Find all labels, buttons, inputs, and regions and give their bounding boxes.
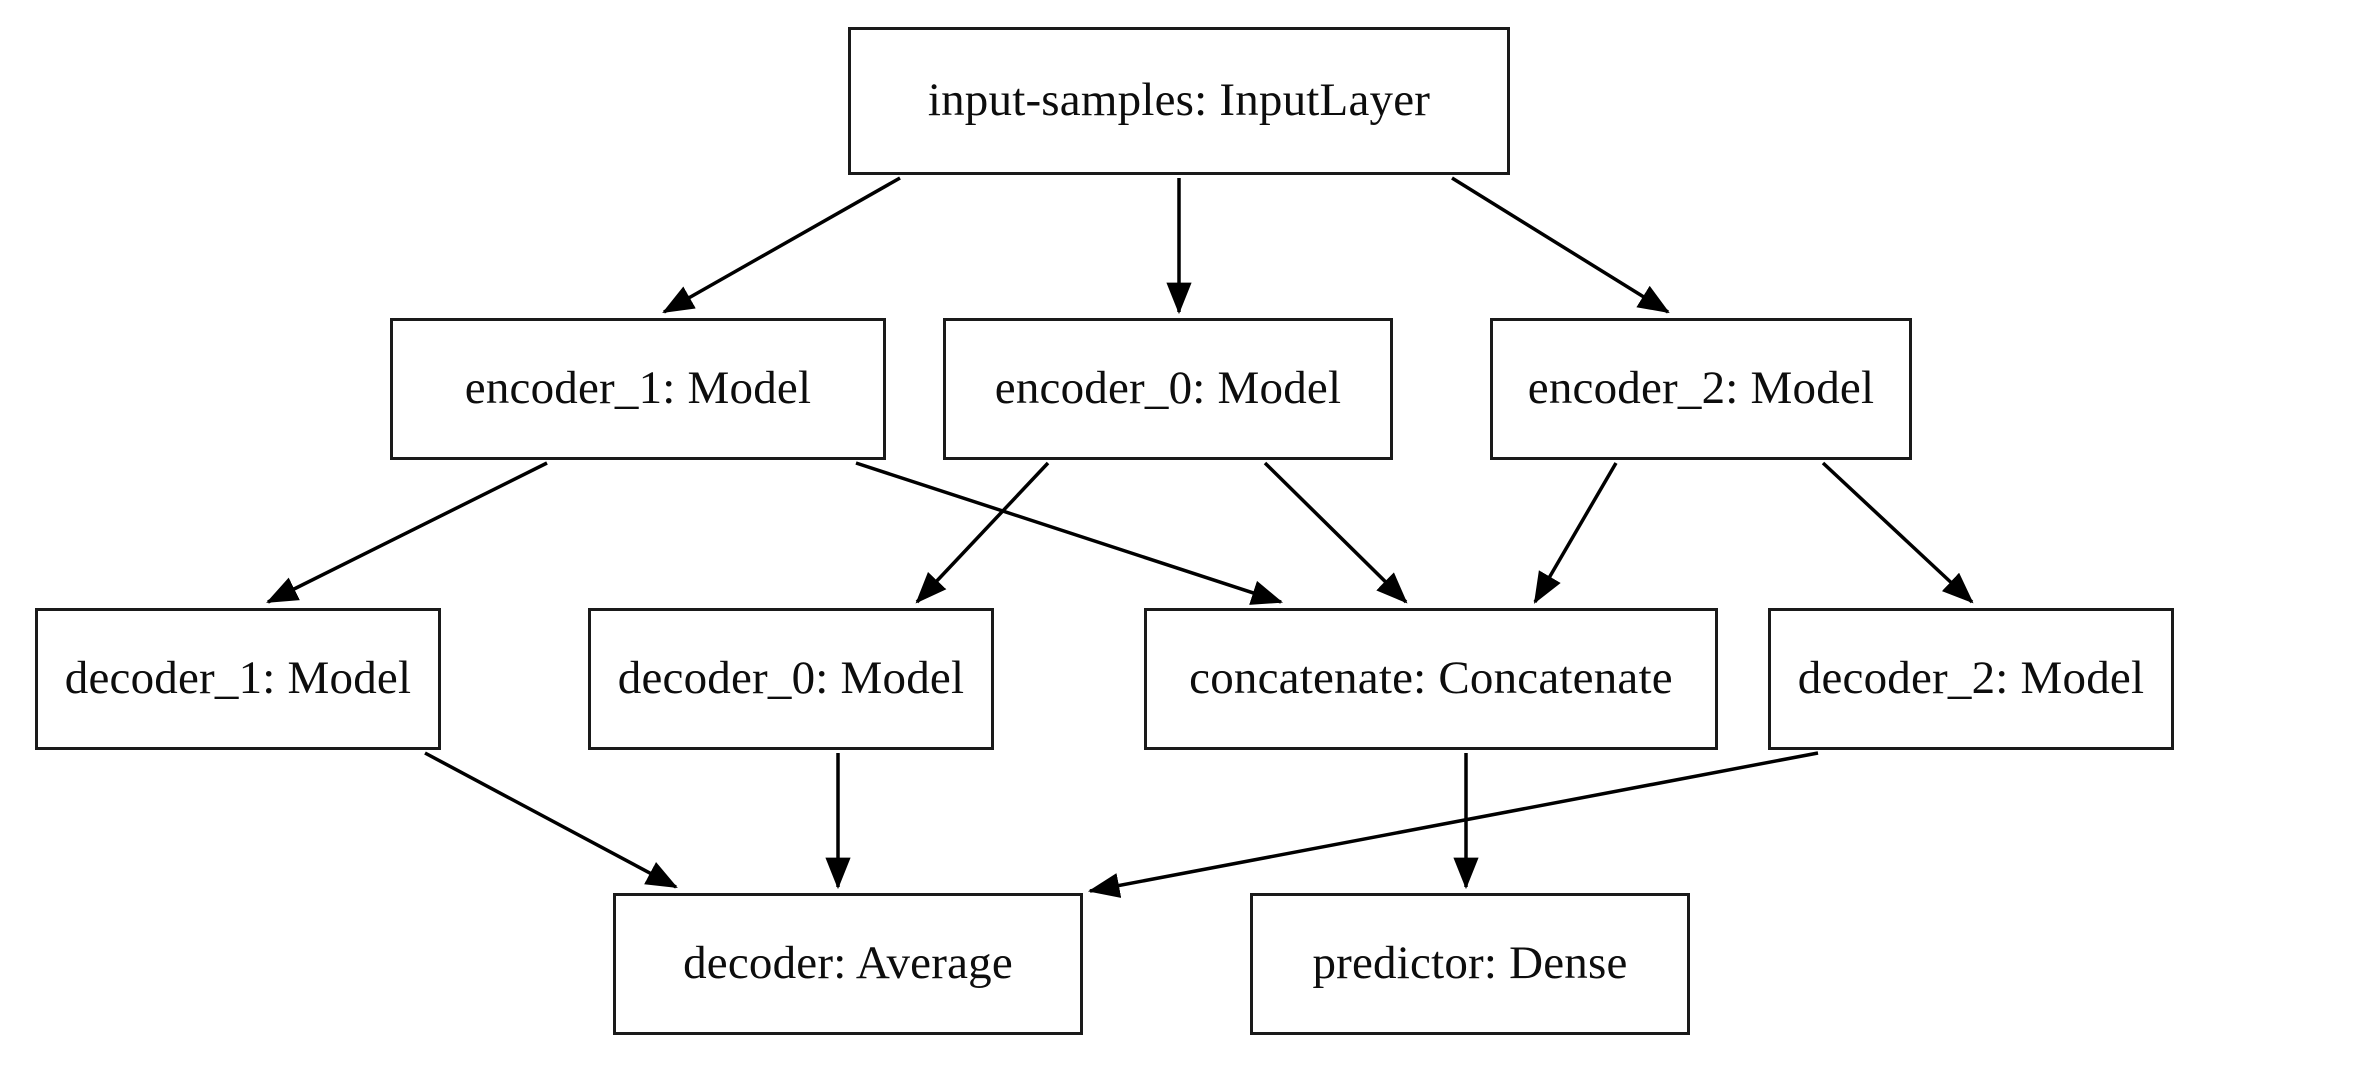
node-concatenate[interactable]: concatenate: Concatenate [1144,608,1718,750]
node-label-encoder-0: encoder_0: Model [994,362,1342,415]
node-label-encoder-2: encoder_2: Model [1527,362,1875,415]
node-label-decoder-average: decoder: Average [683,937,1013,990]
edge-decoder_2-to-decoder_average [1087,751,1819,898]
edges-group [266,176,1974,898]
edge-encoder_1-to-decoder_1 [266,461,548,604]
node-decoder-2[interactable]: decoder_2: Model [1768,608,2174,750]
node-predictor[interactable]: predictor: Dense [1250,893,1690,1035]
node-label-predictor: predictor: Dense [1312,937,1628,990]
node-label-decoder-1: decoder_1: Model [64,652,412,705]
node-encoder-2[interactable]: encoder_2: Model [1490,318,1912,460]
node-label-decoder-0: decoder_0: Model [617,652,965,705]
node-label-encoder-1: encoder_1: Model [464,362,812,415]
node-encoder-0[interactable]: encoder_0: Model [943,318,1393,460]
edge-encoder_1-to-concatenate [855,461,1283,605]
edge-encoder_2-to-concatenate [1533,462,1618,604]
node-label-decoder-2: decoder_2: Model [1797,652,2145,705]
edge-encoder_0-to-concatenate [1263,461,1408,604]
node-decoder-1[interactable]: decoder_1: Model [35,608,441,750]
node-label-input-samples: input-samples: InputLayer [927,74,1431,127]
edge-encoder_2-to-decoder_2 [1821,461,1974,604]
edge-decoder_1-to-decoder_average [424,751,678,889]
node-decoder-average[interactable]: decoder: Average [613,893,1083,1035]
edge-encoder_0-to-decoder_0 [915,461,1050,604]
node-encoder-1[interactable]: encoder_1: Model [390,318,886,460]
node-label-concatenate: concatenate: Concatenate [1189,652,1673,705]
node-decoder-0[interactable]: decoder_0: Model [588,608,994,750]
edge-input_samples-to-encoder_2 [1451,176,1670,314]
node-input-samples[interactable]: input-samples: InputLayer [848,27,1510,175]
edge-input_samples-to-encoder_1 [662,176,901,314]
